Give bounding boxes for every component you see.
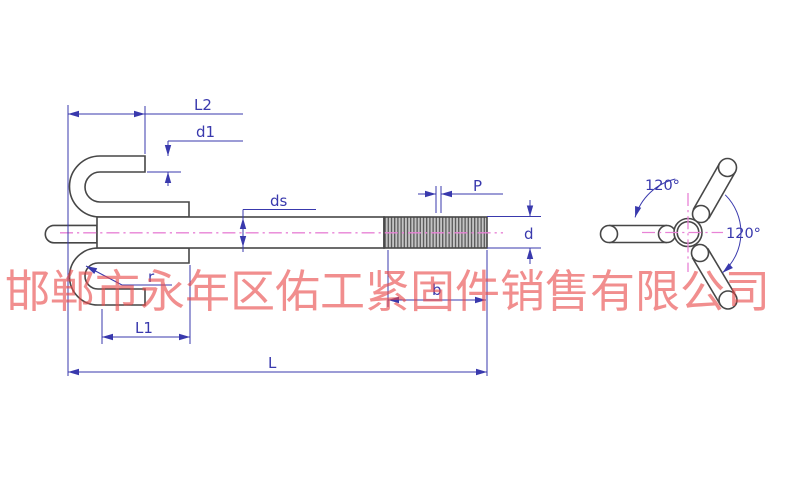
dim-d: d bbox=[487, 200, 541, 264]
dim-d-label: d bbox=[524, 225, 534, 243]
lower-hook bbox=[68, 247, 190, 306]
dim-P-label: P bbox=[473, 177, 482, 195]
dim-d1-label: d1 bbox=[196, 123, 215, 141]
dim-b-label: b bbox=[432, 281, 442, 299]
dim-L1-label: L1 bbox=[135, 319, 153, 337]
angle-arc-left: 120° bbox=[634, 178, 680, 218]
angle-arc-right: 120° bbox=[722, 194, 761, 274]
bolt-shank bbox=[96, 216, 385, 249]
dim-d1: d1 bbox=[147, 123, 243, 186]
end-view-left-leg bbox=[599, 224, 677, 244]
dim-b: b bbox=[387, 250, 486, 307]
dim-L2: L2 bbox=[68, 96, 243, 118]
dim-r: r bbox=[85, 265, 172, 286]
dimensions: L2 d1 ds P bbox=[67, 96, 541, 376]
dim-ds: ds bbox=[239, 192, 316, 252]
front-leg-capsule bbox=[44, 224, 98, 244]
dim-r-label: r bbox=[148, 268, 155, 286]
end-view-lower-leg bbox=[690, 243, 738, 310]
dim-L: L bbox=[68, 354, 487, 376]
dim-L-label: L bbox=[268, 354, 277, 372]
upper-hook bbox=[68, 155, 190, 218]
end-view-upper-leg bbox=[691, 157, 738, 224]
dim-P: P bbox=[418, 177, 503, 213]
dim-ds-label: ds bbox=[270, 192, 288, 210]
bolt-side-view bbox=[44, 155, 503, 306]
angle-left-label: 120° bbox=[645, 178, 680, 194]
dim-L1: L1 bbox=[101, 265, 191, 344]
angle-right-label: 120° bbox=[726, 226, 761, 242]
dim-L2-label: L2 bbox=[194, 96, 212, 114]
bolt-end-view: 120° 120° bbox=[599, 157, 761, 310]
